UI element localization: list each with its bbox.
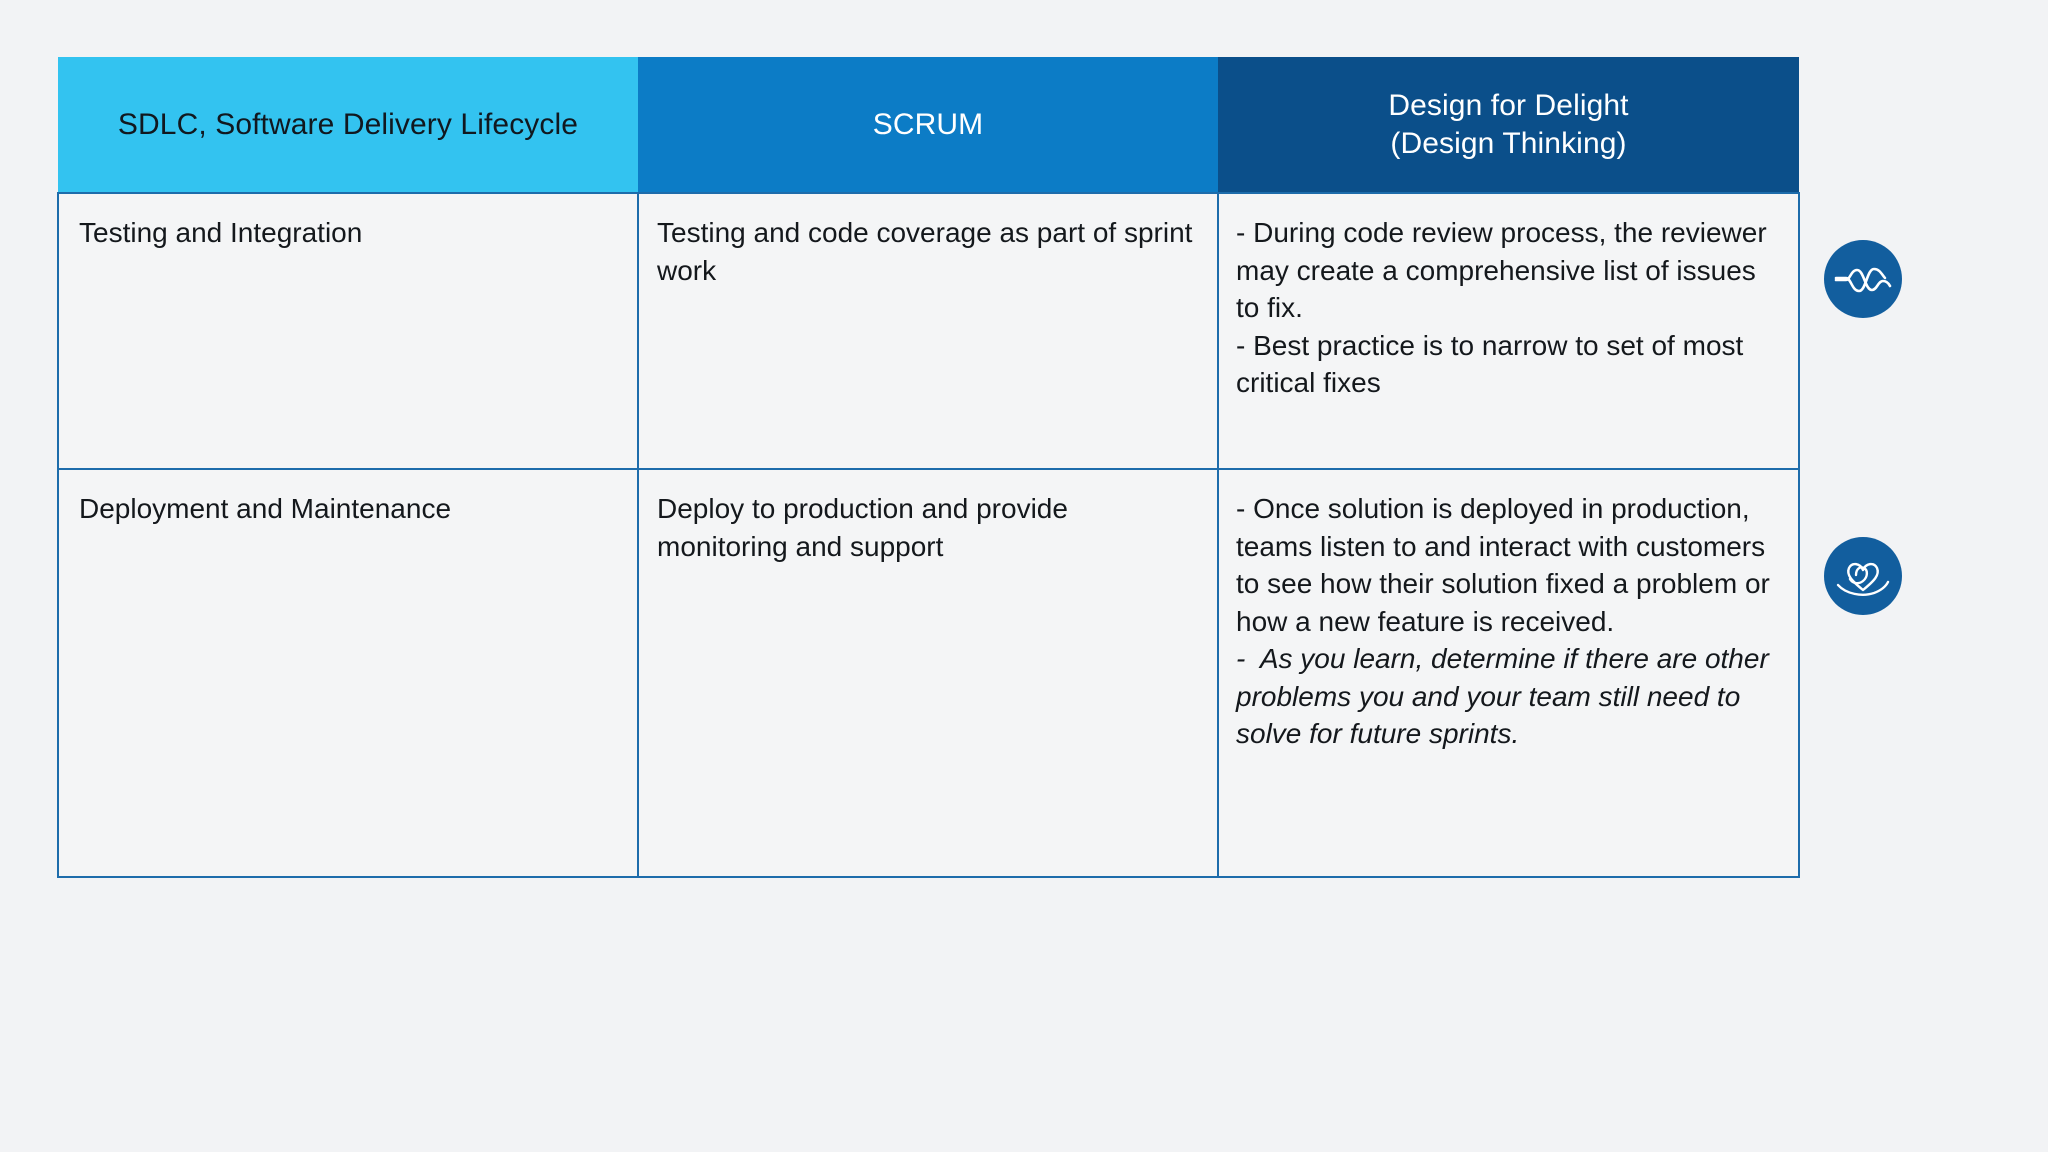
column-header-design-for-delight: Design for Delight (Design Thinking)	[1218, 57, 1799, 193]
table-body: Testing and Integration Testing and code…	[57, 192, 1800, 878]
column-header-sdlc: SDLC, Software Delivery Lifecycle	[58, 57, 638, 193]
comparison-table-container: SDLC, Software Delivery Lifecycle SCRUM …	[57, 57, 1800, 878]
cell-scrum-row2: Deploy to production and provide monitor…	[637, 468, 1219, 878]
table-header-row-group: SDLC, Software Delivery Lifecycle SCRUM …	[58, 57, 1799, 193]
cell-design-for-delight-row1-text: - During code review process, the review…	[1236, 217, 1767, 399]
cell-sdlc-row1-text: Testing and Integration	[79, 217, 363, 248]
column-header-sdlc-label: SDLC, Software Delivery Lifecycle	[117, 107, 579, 141]
column-header-scrum: SCRUM	[638, 57, 1218, 193]
cell-scrum-row2-text: Deploy to production and provide monitor…	[657, 493, 1076, 562]
cell-design-for-delight-row2: - Once solution is deployed in productio…	[1217, 468, 1800, 878]
column-header-design-for-delight-label-line1: Design for Delight	[1388, 89, 1629, 122]
heart-delight-icon	[1824, 537, 1902, 615]
cell-design-for-delight-row1: - During code review process, the review…	[1217, 192, 1800, 470]
column-header-design-for-delight-label-line2: (Design Thinking)	[1390, 126, 1627, 160]
comparison-table: SDLC, Software Delivery Lifecycle SCRUM …	[57, 57, 1800, 878]
table-row: Testing and Integration Testing and code…	[57, 192, 1800, 470]
cell-scrum-row1: Testing and code coverage as part of spr…	[637, 192, 1219, 470]
cell-scrum-row1-text: Testing and code coverage as part of spr…	[657, 217, 1201, 286]
column-header-scrum-label: SCRUM	[872, 107, 984, 141]
cell-design-for-delight-row2-text: - Once solution is deployed in productio…	[1236, 493, 1778, 637]
cell-design-for-delight-row2-text-italic: - As you learn, determine if there are o…	[1236, 643, 1777, 750]
table-header-row: SDLC, Software Delivery Lifecycle SCRUM …	[58, 57, 1799, 193]
cell-sdlc-row1: Testing and Integration	[57, 192, 639, 470]
cell-sdlc-row2: Deployment and Maintenance	[57, 468, 639, 878]
infinity-wave-icon	[1824, 240, 1902, 318]
table-row: Deployment and Maintenance Deploy to pro…	[57, 468, 1800, 878]
cell-sdlc-row2-text: Deployment and Maintenance	[79, 493, 452, 524]
